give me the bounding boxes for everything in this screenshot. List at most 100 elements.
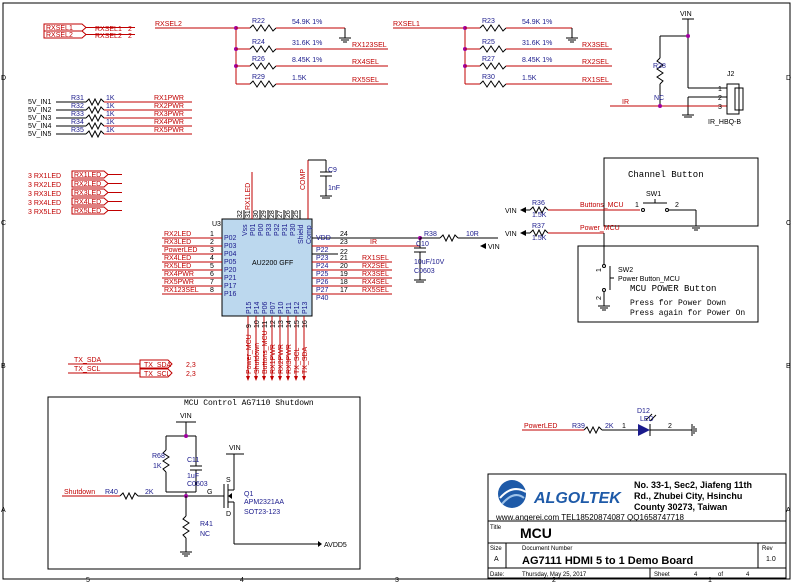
pwr-row: 5V_IN4 R34 1K RX4PWR — [28, 119, 192, 131]
rxsel2-pins: 2 — [128, 33, 132, 40]
pwr-val-4: 1K — [106, 119, 115, 126]
mcu-bot-num-4: 12 — [270, 320, 277, 328]
decoupling-caps: C9 1nF R38 10R VIN C10 10uF/10V C0603 — [308, 159, 500, 283]
c11-ref: C11 — [187, 457, 199, 464]
led-pin1: 1 — [622, 423, 626, 430]
title-label: Title — [490, 525, 502, 531]
led-left-1: 3 RX1LED — [28, 173, 61, 180]
led-right-4: RX4LED — [74, 199, 101, 206]
of-label: of — [718, 572, 723, 578]
mcu-right-pin: P27 18 RX4SEL — [312, 279, 392, 294]
led-row: 3 RX4LED RX4LED — [28, 197, 122, 207]
r29-net: RX5SEL — [352, 77, 379, 84]
mcu-left-net-7: RX5PWR — [164, 279, 194, 286]
r24-value: 31.6K 1% — [292, 40, 322, 47]
led-left-5: 3 RX5LED — [28, 209, 61, 216]
mcu-left-num-7: 7 — [210, 279, 214, 286]
mcu-top-pins: Vss P01 P00 P33 P32 P31 P30 Shield Comp … — [237, 160, 313, 244]
r37-ref: R37 — [532, 223, 545, 230]
mcu-right-num-8: 17 — [340, 287, 348, 294]
r41-value: NC — [200, 531, 210, 538]
border-row-c-right: C — [786, 220, 791, 227]
r26-value: 8.45K 1% — [292, 57, 322, 64]
mcu-left-num-1: 1 — [210, 231, 214, 238]
led-left-2: 3 RX2LED — [28, 182, 61, 189]
mcu-top-name-7: P30 — [290, 223, 297, 236]
mcu-right-net-6: RX3SEL — [362, 271, 389, 278]
mcu-left-net-4: RX4LED — [164, 255, 191, 262]
mcu-bot-name-3: P06 — [262, 301, 269, 314]
mcu-right-num-3: 22 — [340, 249, 348, 256]
r36-value: 1.5K — [532, 212, 547, 219]
power-note-2: Press again for Power On — [630, 309, 745, 318]
pwr-val-2: 1K — [106, 103, 115, 110]
pwr-ref-3: R33 — [71, 111, 84, 118]
right-bus-label: RXSEL1 — [393, 21, 420, 28]
mcu-bot-name-6: P11 — [286, 302, 293, 314]
mcu-left-pin: RX4LED 4 P05 — [162, 255, 237, 266]
c9-value: 1nF — [328, 185, 340, 192]
r37-vin: VIN — [505, 231, 517, 238]
mcu-right-pin: P26 19 RX3SEL — [312, 271, 392, 286]
mcu-left-num-3: 3 — [210, 247, 214, 254]
mcu-bot-net-1: Power_MCU — [246, 334, 253, 374]
rxsel2-port — [43, 30, 87, 39]
ir-pin1: 1 — [718, 86, 722, 93]
mcu-right-num-2: 23 — [340, 239, 348, 246]
r24-net: RX123SEL — [352, 42, 387, 49]
avdd5-net: AVDD5 — [324, 542, 347, 549]
power-led-block: PowerLED R39 2K 1 D12 LED 2 — [522, 408, 697, 436]
q1-s: S — [226, 477, 231, 484]
mcu-top-num-3: 30 — [253, 210, 260, 218]
size-label: Size — [490, 546, 502, 552]
sw1-pin2: 2 — [675, 202, 679, 209]
sheet-value: 4 — [694, 572, 698, 578]
mcu-bot-net-8: TX_SDA — [302, 346, 309, 374]
mcu-left-name-6: P21 — [224, 275, 237, 282]
mcu-left-num-2: 2 — [210, 239, 214, 246]
mcu-bot-num-6: 14 — [286, 320, 293, 328]
mcu-top-name-6: P31 — [282, 223, 289, 236]
border-row-d-right: D — [786, 75, 791, 82]
shutdown-vin-top: VIN — [180, 413, 192, 420]
pwr-in-1: 5V_IN1 — [28, 99, 51, 106]
mcu-right-num-1: 24 — [340, 231, 348, 238]
mcu-left-name-1: P02 — [224, 235, 237, 242]
mcu-top-num-4: 29 — [261, 210, 268, 218]
r38-value: 10R — [466, 231, 479, 238]
r28-value: NC — [654, 95, 664, 102]
mcu-bot-net-5: RX2PWR — [278, 344, 285, 374]
r22-value: 54.9K 1% — [292, 19, 322, 26]
mcu-top-name-9: Comp — [306, 225, 313, 244]
c11-value: 1uF — [187, 473, 199, 480]
pwr-row: 5V_IN1 R31 1K RX1PWR — [28, 95, 192, 107]
q1-vin: VIN — [229, 445, 241, 452]
r39-ref: R39 — [572, 423, 585, 430]
ir-block: VIN R28 NC IR J2 IR_HBQ-B 1 2 3 — [610, 11, 744, 126]
channel-button-frame — [603, 157, 759, 227]
rxsel1-port — [43, 23, 87, 32]
pwr-val-5: 1K — [106, 127, 115, 134]
mcu-left-name-3: P04 — [224, 251, 237, 258]
rev-value: 1.0 — [766, 556, 776, 563]
r30-net: RX1SEL — [582, 77, 609, 84]
mcu-left-net-8: RX123SEL — [164, 287, 199, 294]
shutdown-frame — [47, 396, 361, 570]
mcu-right-num-4: 21 — [340, 255, 348, 262]
mcu-u3: U3 AU2200 GFF RX2LED 1 P02 RX3LED 2 P03 … — [162, 160, 420, 381]
r27-value: 8.45K 1% — [522, 57, 552, 64]
r26-ref: R26 — [252, 56, 265, 63]
c10-vin: VIN — [488, 244, 500, 251]
mcu-bottom-pins: P15 P14 P06 P07 P10 P11 P12 P13 9 10 11 … — [246, 301, 309, 381]
mcu-bot-num-2: 10 — [254, 320, 261, 328]
mcu-bot-net-3: Buttons_MCU — [262, 330, 269, 374]
mcu-left-net-1: RX2LED — [164, 231, 191, 238]
mcu-top-name-5: P32 — [274, 223, 281, 236]
address-3: County 30273, Taiwan — [634, 502, 727, 512]
sw1-pin1: 1 — [635, 202, 639, 209]
border-row-d-left: D — [1, 75, 6, 82]
size-value: A — [494, 556, 499, 563]
q1-ref: Q1 — [244, 491, 253, 498]
mcu-bot-net-6: RX3PWR — [286, 344, 293, 374]
